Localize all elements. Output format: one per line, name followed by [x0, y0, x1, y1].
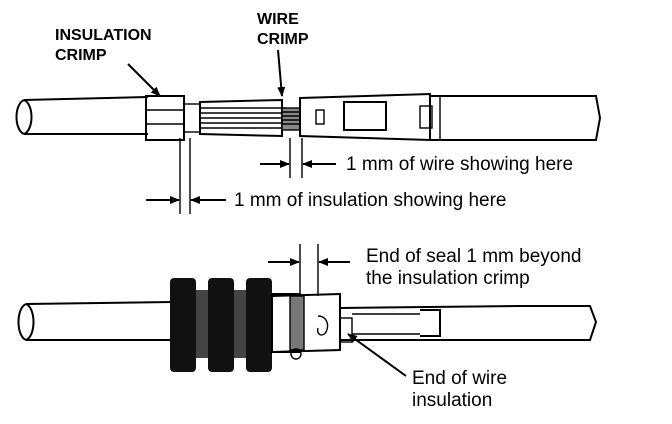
bottom-seal-assembly [17, 278, 598, 372]
seal-rib-3 [246, 278, 272, 372]
insulation-crimp-label: INSULATION [55, 27, 152, 44]
seal-rib-1 [170, 278, 196, 372]
wire-showing-label: 1 mm of wire showing here [346, 154, 573, 175]
wire-crimp-label-2: CRIMP [257, 31, 309, 48]
wire-dimension [260, 138, 336, 178]
seal-note-line-1: End of seal 1 mm beyond [366, 246, 581, 267]
seal-rib-2 [208, 278, 234, 372]
top-terminal-assembly [15, 92, 602, 142]
wire-insulation-label-1: End of wire [412, 368, 507, 389]
wire-insulation-label-2: insulation [412, 390, 492, 411]
insulation-dimension [146, 138, 226, 214]
seal-dimension [268, 244, 350, 296]
insulation-crimp-label-2: CRIMP [55, 47, 107, 64]
wire-crimp-arrow [277, 49, 286, 97]
insulation-showing-label: 1 mm of insulation showing here [234, 190, 506, 211]
wire-insulation-arrow [347, 333, 407, 377]
wire-crimp-label: WIRE [257, 11, 299, 28]
insulation-crimp-sleeve [145, 95, 185, 141]
insulation-crimp-arrow [127, 63, 161, 97]
seal-note-line-2: the insulation crimp [366, 268, 530, 289]
